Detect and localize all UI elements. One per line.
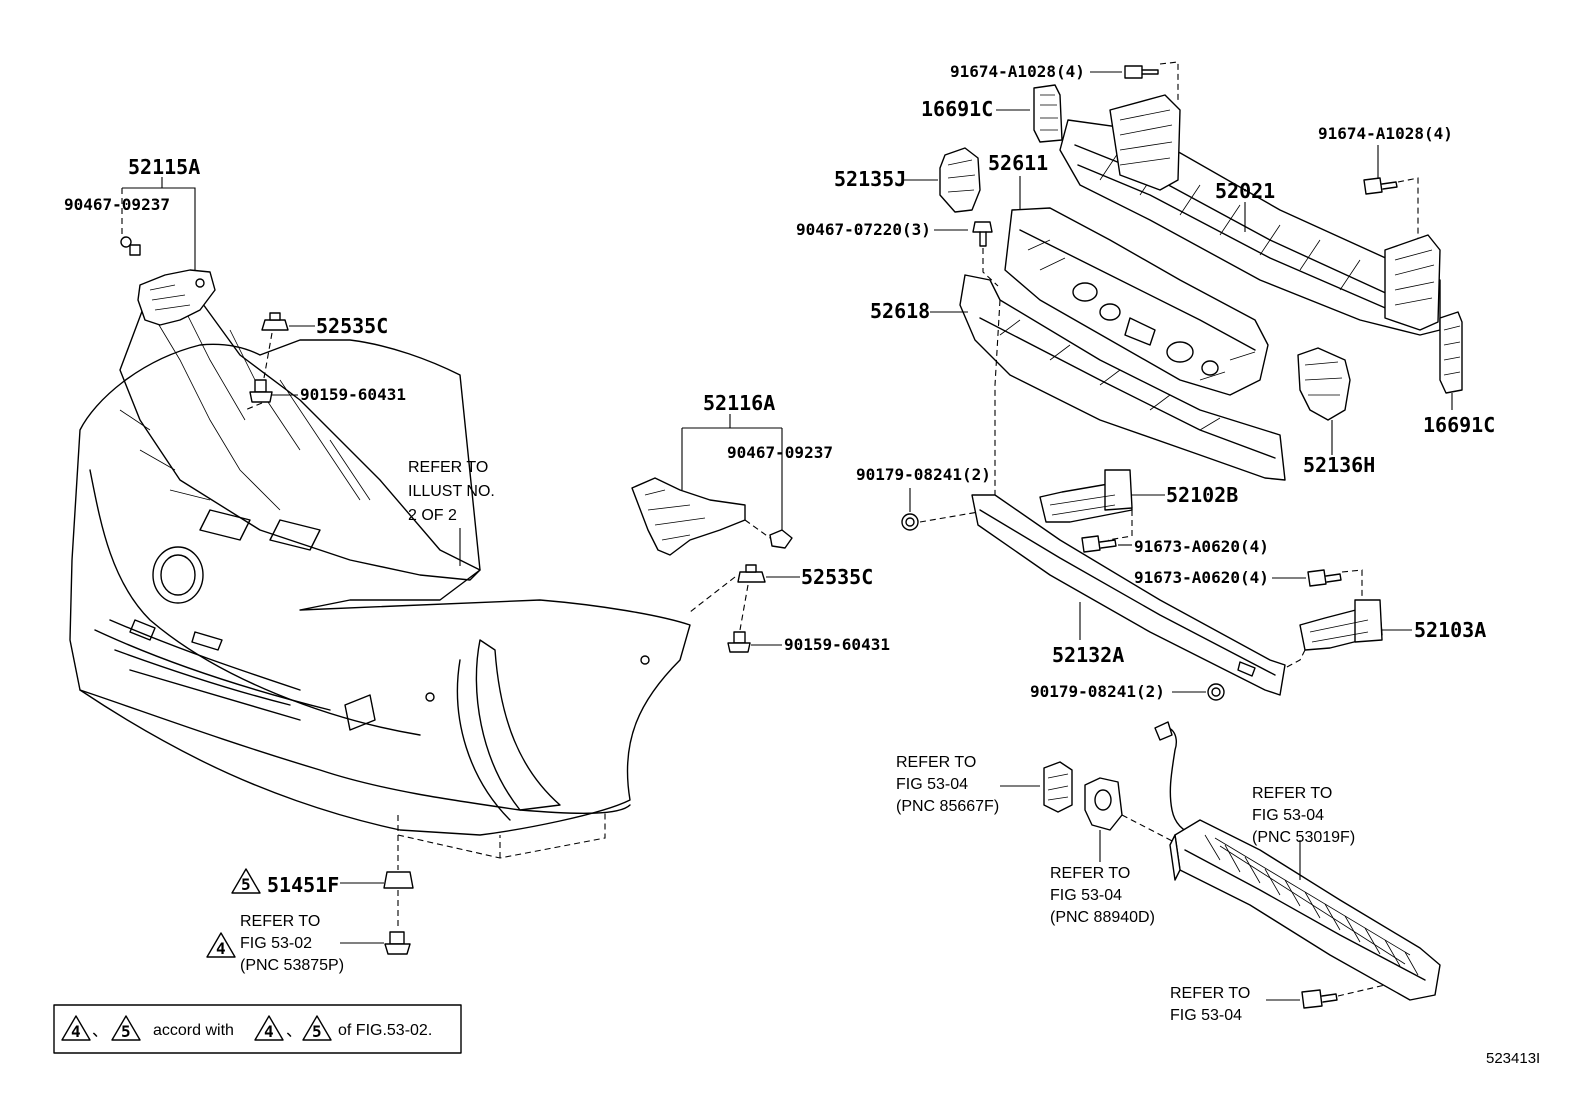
svg-text:REFER TO: REFER TO	[1170, 985, 1250, 1002]
dashed-retainer-link	[994, 299, 1001, 495]
svg-text:、: 、	[92, 1023, 108, 1040]
holder-88940d: REFER TO FIG 53-04 (PNC 88940D)	[1050, 777, 1181, 926]
svg-text:5: 5	[312, 1022, 322, 1041]
svg-text:91673-A0620(4): 91673-A0620(4)	[1134, 537, 1269, 556]
svg-text:ILLUST NO.: ILLUST NO.	[408, 483, 495, 500]
clip-51451f: 5 51451F	[231, 868, 414, 930]
svg-text:(PNC 53875P): (PNC 53875P)	[240, 957, 344, 974]
svg-text:90467-09237: 90467-09237	[727, 443, 833, 462]
svg-text:FIG 53-04: FIG 53-04	[896, 776, 968, 793]
bracket-52116a: 52116A 90467-09237	[631, 391, 833, 556]
reinforcement-52021: 52021	[1059, 94, 1441, 336]
nut-52535c-left: 52535C	[261, 312, 388, 379]
sensor-wire	[1154, 721, 1196, 836]
svg-text:FIG 53-04: FIG 53-04	[1050, 887, 1122, 904]
screw-90159-60431-left: 90159-60431	[244, 379, 406, 411]
svg-text:52611: 52611	[988, 151, 1048, 175]
svg-text:REFER TO: REFER TO	[896, 754, 976, 771]
svg-text:REFER TO: REFER TO	[1050, 865, 1130, 882]
bolt-91673-upper: 91673-A0620(4)	[1081, 535, 1269, 556]
svg-text:5: 5	[241, 875, 251, 894]
svg-text:52103A: 52103A	[1414, 618, 1486, 642]
svg-text:REFER TO: REFER TO	[240, 913, 320, 930]
svg-text:52115A: 52115A	[128, 155, 200, 179]
front-bumper-cover	[69, 289, 691, 836]
bolt-91674-top: 91674-A1028(4)	[950, 61, 1179, 100]
ref-illust-2-of-2: REFER TO ILLUST NO. 2 OF 2	[408, 459, 495, 566]
svg-text:90179-08241(2): 90179-08241(2)	[1030, 682, 1165, 701]
svg-text:REFER TO: REFER TO	[408, 459, 488, 476]
svg-text:4: 4	[264, 1022, 274, 1041]
bracket-52135j: 52135J	[834, 147, 981, 213]
label-52115a: 52115A 90467-09237	[64, 155, 200, 270]
svg-text:91674-A1028(4): 91674-A1028(4)	[1318, 124, 1453, 143]
clip-90467-09237-right	[744, 519, 793, 549]
svg-text:16691C: 16691C	[921, 97, 993, 121]
bracket-52102b: 52102B	[1039, 469, 1238, 541]
svg-text:52116A: 52116A	[703, 391, 775, 415]
clip-90467-09237-left	[120, 236, 141, 256]
svg-text:52132A: 52132A	[1052, 643, 1124, 667]
svg-text:90159-60431: 90159-60431	[784, 635, 890, 654]
clip-90467-07220: 90467-07220(3)	[796, 220, 999, 287]
nut-52535c-right: 52535C	[689, 564, 873, 631]
svg-text:(PNC 53019F): (PNC 53019F)	[1252, 829, 1355, 846]
absorber-52618: 52618	[870, 274, 1286, 481]
svg-text:51451F: 51451F	[267, 873, 339, 897]
svg-text:5: 5	[121, 1022, 131, 1041]
svg-text:52535C: 52535C	[316, 314, 388, 338]
bolt-91673-lower: 91673-A0620(4)	[1134, 568, 1363, 605]
bracket-52103a: 52103A	[1284, 599, 1486, 669]
screw-90159-60431-right: 90159-60431	[727, 631, 890, 654]
svg-text:FIG 53-04: FIG 53-04	[1252, 807, 1324, 824]
svg-text:90467-09237: 90467-09237	[64, 195, 170, 214]
svg-text:91674-A1028(4): 91674-A1028(4)	[950, 62, 1085, 81]
bracket-52115a	[137, 269, 216, 326]
svg-text:52021: 52021	[1215, 179, 1275, 203]
accord-note: 4 、 5 accord with 4 、 5 of FIG.53-02.	[53, 1004, 462, 1054]
dashed-lower-bracket	[397, 810, 606, 870]
svg-text:90179-08241(2): 90179-08241(2)	[856, 465, 991, 484]
bolt-91674-right: 91674-A1028(4)	[1318, 124, 1453, 238]
nut-90179-lower: 90179-08241(2)	[1030, 682, 1225, 701]
absorber-52611: 52611	[988, 151, 1269, 396]
svg-text:52135J: 52135J	[834, 167, 906, 191]
svg-text:90467-07220(3): 90467-07220(3)	[796, 220, 931, 239]
svg-text:52535C: 52535C	[801, 565, 873, 589]
svg-text:、: 、	[286, 1023, 302, 1040]
svg-text:4: 4	[216, 939, 226, 958]
nut-90179-upper: 90179-08241(2)	[856, 465, 991, 531]
svg-text:(PNC 85667F): (PNC 85667F)	[896, 798, 999, 815]
svg-text:91673-A0620(4): 91673-A0620(4)	[1134, 568, 1269, 587]
svg-text:16691C: 16691C	[1423, 413, 1495, 437]
diagram-id: 523413I	[1486, 1050, 1540, 1067]
grille-53019f: REFER TO FIG 53-04 (PNC 53019F)	[1169, 785, 1441, 1001]
svg-text:of FIG.53-02.: of FIG.53-02.	[338, 1022, 432, 1039]
svg-text:FIG 53-02: FIG 53-02	[240, 935, 312, 952]
bracket-52136h: 52136H	[1297, 347, 1375, 477]
svg-text:52618: 52618	[870, 299, 930, 323]
screw-53875p: REFER TO 4 FIG 53-02 (PNC 53875P)	[206, 913, 411, 974]
svg-text:REFER TO: REFER TO	[1252, 785, 1332, 802]
svg-text:2 OF 2: 2 OF 2	[408, 507, 457, 524]
sensor-bracket-85667f: REFER TO FIG 53-04 (PNC 85667F)	[896, 754, 1073, 815]
beam-52132a: 52132A	[971, 494, 1286, 696]
bolt-grille: REFER TO FIG 53-04	[1170, 984, 1386, 1024]
pad-16691c-top: 16691C	[921, 84, 1063, 143]
svg-text:52102B: 52102B	[1166, 483, 1238, 507]
pad-16691c-right: 16691C	[1423, 311, 1495, 437]
svg-text:(PNC 88940D): (PNC 88940D)	[1050, 909, 1155, 926]
svg-text:FIG 53-04: FIG 53-04	[1170, 1007, 1242, 1024]
svg-text:4: 4	[71, 1022, 81, 1041]
svg-text:accord with: accord with	[153, 1022, 234, 1039]
svg-text:52136H: 52136H	[1303, 453, 1375, 477]
svg-text:90159-60431: 90159-60431	[300, 385, 406, 404]
